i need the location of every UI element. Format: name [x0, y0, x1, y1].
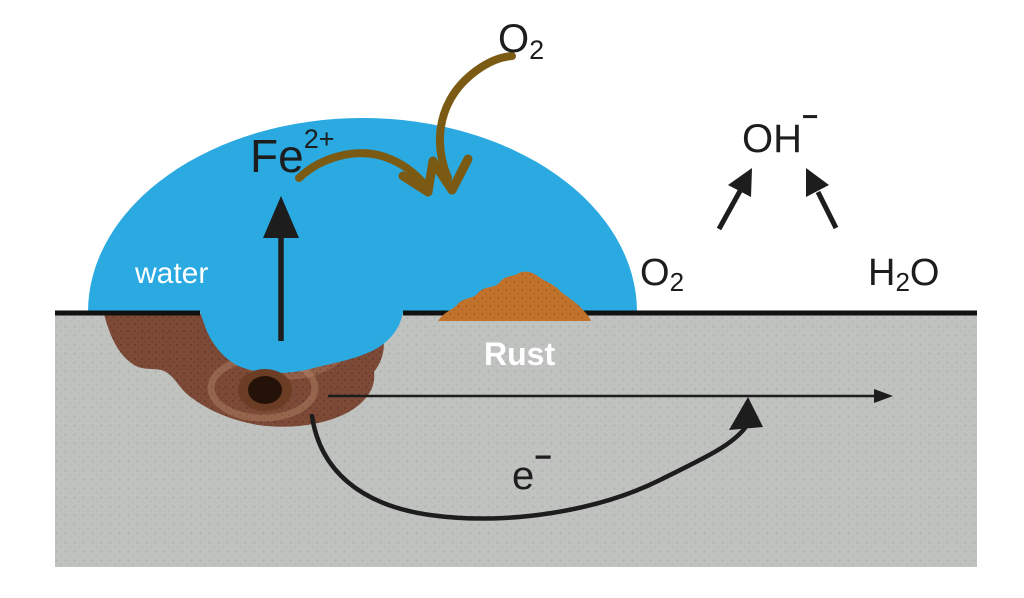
- electron-flow-arrow: [309, 397, 763, 521]
- o2-top-label: O2: [498, 17, 544, 65]
- o2-entry-arrow: [429, 52, 516, 195]
- electron-path-head: [874, 389, 893, 403]
- o2-entry-arrow-curve: [436, 52, 516, 182]
- fe-migration-arrow-curve: [295, 149, 430, 190]
- h2o-label: H2O: [868, 252, 939, 297]
- electron-flow-curve: [309, 413, 748, 521]
- oh-arrow-left-stem: [716, 189, 743, 231]
- electron-label: e−: [512, 441, 552, 498]
- fe-migration-arrow: [295, 149, 438, 197]
- rust-mound: [438, 271, 591, 321]
- hydroxide-label: OH−: [742, 101, 818, 161]
- pit-hole-dark: [248, 376, 282, 404]
- fe-ion-label: Fe2+: [250, 124, 334, 182]
- oh-formation-arrow-right: [806, 168, 839, 230]
- oh-arrow-left-head: [728, 168, 752, 197]
- rust-label: Rust: [484, 336, 555, 372]
- o2-right-label: O2: [640, 252, 684, 297]
- water-label: water: [134, 257, 208, 290]
- electron-flow-head: [729, 397, 763, 430]
- rust-mound-texture: [438, 271, 591, 321]
- iron-oxidation-arrow-head: [263, 196, 299, 238]
- electron-path-line: [328, 389, 893, 403]
- oh-arrow-right-head: [806, 168, 829, 197]
- oh-formation-arrow-left: [716, 168, 752, 231]
- pit-hole: [238, 369, 292, 411]
- fe-migration-arrow-head: [398, 156, 438, 197]
- oh-arrow-right-stem: [815, 190, 839, 230]
- o2-entry-arrow-head: [429, 154, 473, 195]
- iron-oxidation-arrow: [263, 196, 299, 341]
